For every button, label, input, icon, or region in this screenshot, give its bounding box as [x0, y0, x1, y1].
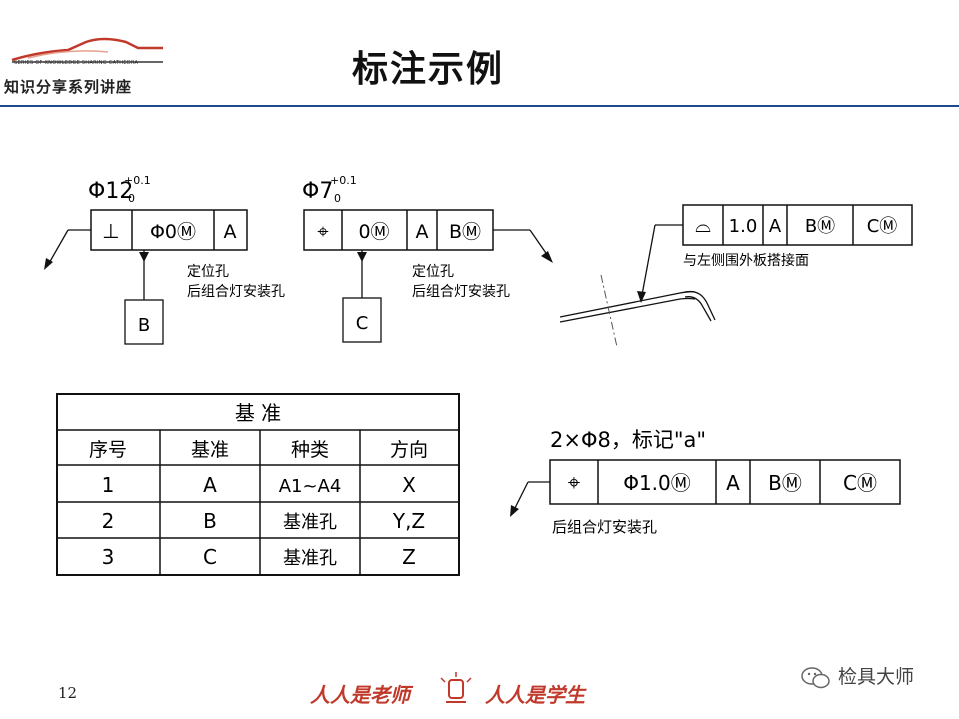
logo-tagline: SERIES OF KNOWLEDGE SHARING CATHEDRA	[14, 60, 139, 66]
table-header: 序号	[89, 439, 127, 461]
datum-letter: C	[356, 313, 369, 334]
gdt-drawing-2: Φ7 +0.1 0 ⌖ 0Ⓜ A BⓂ C 定位孔 后组合灯安装孔	[302, 174, 553, 343]
leader-arrow	[637, 291, 646, 303]
note-line-1: 定位孔	[187, 264, 229, 280]
leader-arrow	[44, 258, 53, 270]
table-cell: 3	[102, 545, 115, 569]
datum-triangle	[357, 252, 367, 262]
table-cell: A	[203, 473, 217, 497]
tolerance-lower: 0	[128, 192, 135, 205]
note-line-2: 后组合灯安装孔	[412, 284, 510, 300]
tolerance-upper: +0.1	[124, 174, 151, 187]
frame-cell-datum-c: CⓂ	[867, 216, 898, 237]
frame-cell-datum-b: BⓂ	[449, 221, 481, 243]
frame-cell-datum-c: CⓂ	[843, 471, 877, 495]
table-cell: C	[203, 545, 217, 569]
slogan-left: 人人是老师	[310, 683, 414, 707]
frame-cell-datum: A	[224, 221, 237, 243]
panel-edge	[559, 291, 696, 318]
leader-arrow	[541, 251, 553, 263]
gdt-drawing-4: 2×Φ8，标记"a" ⌖ Φ1.0Ⓜ A BⓂ CⓂ 后组合灯安装孔	[510, 428, 901, 536]
slogan-right: 人人是学生	[485, 683, 587, 707]
table-title: 基 准	[235, 401, 281, 425]
wechat-icon	[801, 667, 830, 689]
frame-cell-tolerance: Φ1.0Ⓜ	[623, 471, 691, 495]
logo-car-graphic	[11, 37, 163, 63]
size-label: Φ7	[302, 179, 333, 204]
frame-cell-tolerance: Φ0Ⓜ	[150, 221, 196, 243]
frame-cell-tolerance: 1.0	[729, 216, 758, 237]
perpendicularity-icon: ⊥	[102, 219, 119, 243]
surface-note: 与左侧围外板搭接面	[683, 252, 809, 269]
leader-arrow	[510, 505, 519, 517]
watermark: 检具大师	[838, 666, 915, 688]
header-rule	[0, 105, 959, 107]
table-cell: Y,Z	[392, 509, 425, 533]
position-icon: ⌖	[568, 471, 580, 496]
center-line	[600, 274, 618, 348]
frame-cell-datum-b: BⓂ	[768, 471, 802, 495]
frame-cell-datum-a: A	[726, 471, 740, 495]
page-title: 标注示例	[352, 49, 505, 90]
gdt-drawing-1: Φ12 +0.1 0 ⊥ Φ0Ⓜ A B 定位孔 后组合灯安装孔	[44, 174, 285, 345]
datum-letter: B	[138, 315, 150, 336]
logo-subtitle: 知识分享系列讲座	[4, 78, 133, 96]
lamp-icon	[440, 672, 472, 703]
hole-label: 2×Φ8，标记"a"	[550, 428, 706, 452]
datum-box	[124, 299, 164, 345]
tolerance-upper: +0.1	[330, 174, 357, 187]
table-cell: B	[203, 509, 217, 533]
datum-triangle	[139, 252, 149, 262]
surface-profile-icon: ⌓	[695, 213, 711, 237]
datum-box	[342, 297, 382, 343]
note-line-1: 定位孔	[412, 264, 454, 280]
size-label: Φ12	[88, 179, 133, 204]
hole-note: 后组合灯安装孔	[552, 518, 657, 536]
table-cell: Z	[402, 545, 416, 569]
table-header: 种类	[291, 439, 329, 461]
table-header: 方向	[390, 439, 428, 461]
note-line-2: 后组合灯安装孔	[187, 284, 285, 300]
table-cell: 基准孔	[283, 548, 337, 569]
table-cell: 2	[102, 509, 115, 533]
page-number: 12	[58, 684, 78, 702]
gdt-drawing-3: ⌓ 1.0 A BⓂ CⓂ 与左侧围外板搭接面	[559, 204, 913, 348]
tolerance-lower: 0	[334, 192, 341, 205]
frame-cell-tolerance: 0Ⓜ	[358, 221, 389, 243]
datum-table: 基 准 序号 基准 种类 方向 1 A A1~A4 X 2 B 基准孔 Y,Z …	[56, 393, 460, 576]
footer-slogan: 人人是老师 人人是学生	[310, 672, 587, 707]
table-cell: X	[402, 473, 416, 497]
frame-cell-datum-a: A	[416, 221, 429, 243]
frame-cell-datum-a: A	[769, 216, 782, 237]
table-cell: 1	[102, 473, 115, 497]
position-icon: ⌖	[317, 219, 328, 243]
table-cell: A1~A4	[279, 476, 342, 497]
frame-cell-datum-b: BⓂ	[805, 216, 835, 237]
table-header: 基准	[191, 439, 229, 461]
table-cell: 基准孔	[283, 512, 337, 533]
